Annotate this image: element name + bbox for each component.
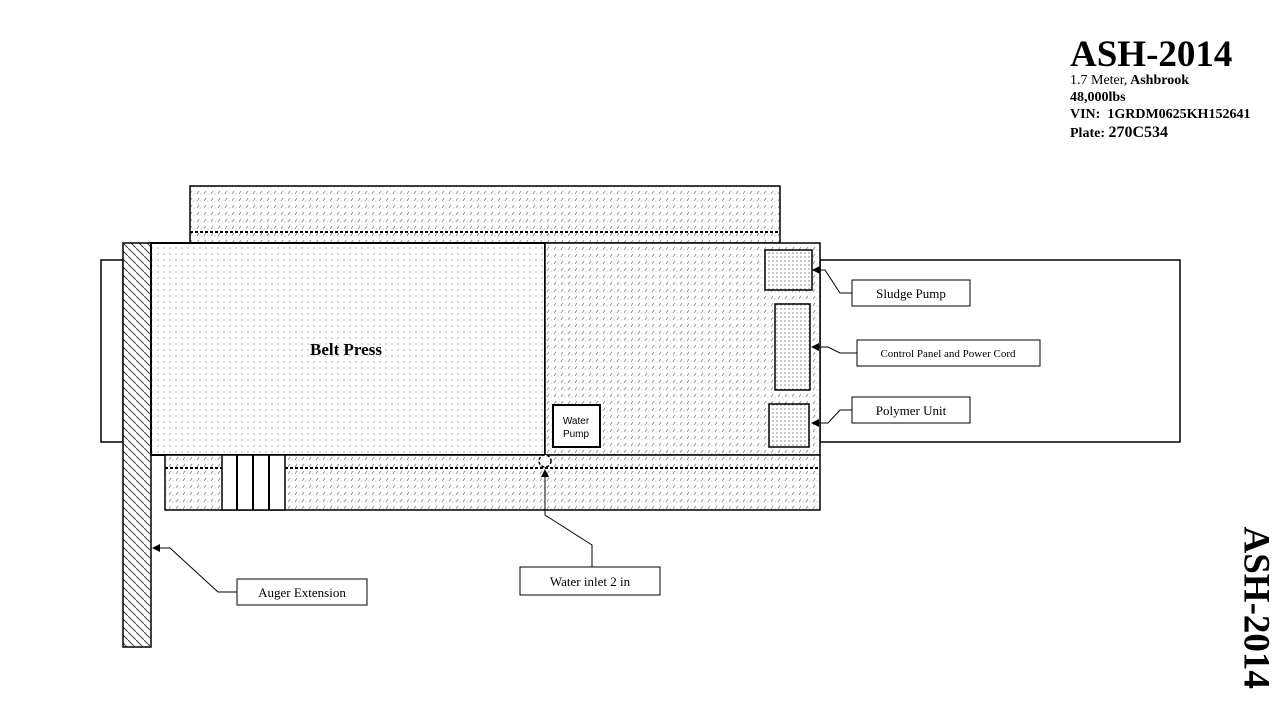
belt-press-label: Belt Press: [310, 340, 382, 359]
plate: 270C534: [1108, 124, 1169, 142]
sludge-pump-unit: [764, 249, 813, 291]
belt-press: [150, 242, 546, 456]
polymer-unit-label-box: [851, 396, 971, 424]
auger-extension: [122, 242, 152, 648]
water-pump-label-1: Water: [563, 416, 590, 427]
auger-extension-label: Auger Extension: [258, 585, 346, 600]
auger-extension-label-box: [236, 578, 368, 606]
water-pump-label-2: Pump: [563, 429, 590, 440]
water-inlet: [538, 454, 552, 468]
side-title: ASH-2014: [1235, 526, 1277, 689]
vin: 1GRDM0625KH152641: [1107, 106, 1251, 122]
control-panel-label: Control Panel and Power Cord: [880, 348, 1016, 360]
control-panel-label-box: [856, 339, 1041, 367]
unit-title: ASH-2014: [1070, 34, 1233, 75]
top-platform: [189, 185, 781, 244]
vin-label: VIN:: [1070, 106, 1101, 122]
sludge-pump-label: Sludge Pump: [876, 286, 946, 301]
sludge-pump-label-box: [851, 279, 971, 307]
size: 1.7 Meter,: [1070, 73, 1128, 88]
water-inlet-label: Water inlet 2 in: [550, 574, 631, 589]
water-inlet-label-box: [519, 566, 661, 596]
make: Ashbrook: [1130, 73, 1189, 88]
water-pump-unit: [552, 404, 601, 448]
polymer-unit: [768, 403, 810, 448]
left-panel: [100, 259, 124, 443]
plate-label: Plate:: [1070, 126, 1105, 142]
control-panel-unit: [774, 303, 811, 391]
weight: 48,000lbs: [1070, 89, 1126, 105]
vehicle-info: ASH-2014 1.7 Meter, Ashbrook 48,000lbs V…: [1070, 36, 1250, 143]
polymer-unit-label: Polymer Unit: [876, 403, 947, 418]
